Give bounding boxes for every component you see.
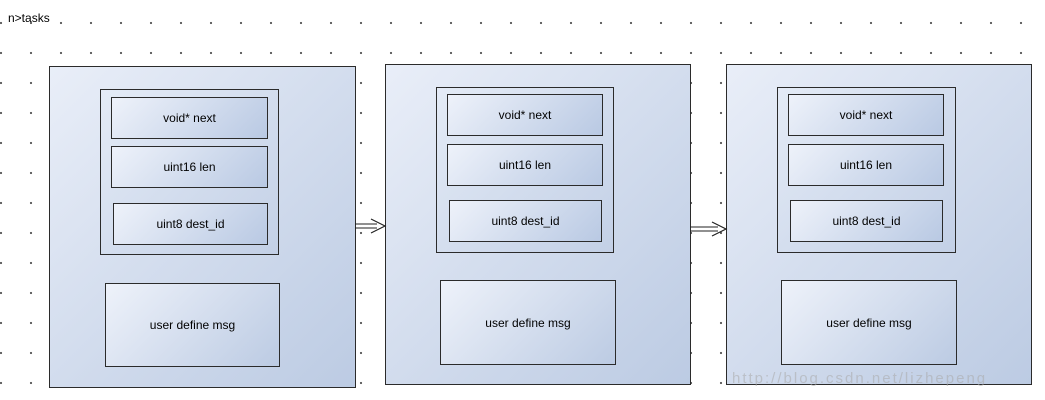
task-node-2-field-next: void* next xyxy=(447,94,603,136)
diagram-title: n>tasks xyxy=(8,11,50,25)
task-node-1-field-len: uint16 len xyxy=(111,146,268,188)
watermark: http://blog.csdn.net/lizhepeng xyxy=(732,370,988,387)
task-node-3-field-dest-id: uint8 dest_id xyxy=(790,200,943,242)
task-node-3-field-len: uint16 len xyxy=(788,144,944,186)
link-arrow-1-to-2 xyxy=(355,218,387,234)
link-arrow-2-to-3 xyxy=(690,221,728,237)
task-node-2-user-msg: user define msg xyxy=(440,280,616,365)
task-node-1-field-dest-id: uint8 dest_id xyxy=(113,203,268,245)
task-node-2-field-len: uint16 len xyxy=(447,144,603,186)
task-node-2-field-dest-id: uint8 dest_id xyxy=(449,200,602,242)
task-node-3-user-msg: user define msg xyxy=(781,280,957,365)
task-node-3-field-next: void* next xyxy=(788,94,944,136)
task-node-1-user-msg: user define msg xyxy=(105,283,280,367)
task-node-1-field-next: void* next xyxy=(111,97,268,139)
